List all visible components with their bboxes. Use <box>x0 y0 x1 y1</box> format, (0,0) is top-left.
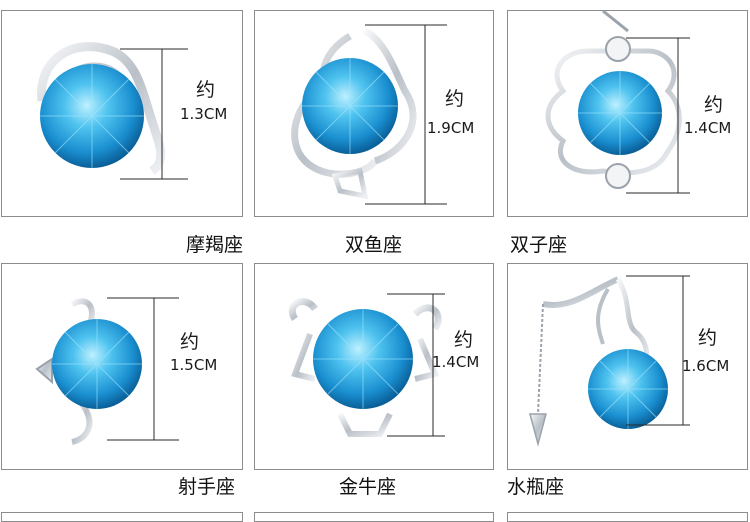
product-panel-next-1 <box>1 512 243 522</box>
pendant-image <box>35 297 179 445</box>
pendant-image <box>291 24 447 205</box>
product-panel-aquarius[interactable]: 约 1.6CM <box>507 263 748 470</box>
approx-label: 约 <box>454 329 474 351</box>
approx-label: 约 <box>704 94 724 116</box>
caption-sagittarius: 射手座 <box>178 476 236 498</box>
approx-label: 约 <box>445 88 465 110</box>
product-panel-pisces[interactable]: 约 1.9CM <box>254 10 494 217</box>
caption-taurus: 金牛座 <box>339 476 397 498</box>
size-label: 1.5CM <box>170 356 218 374</box>
product-panel-next-2 <box>254 512 494 522</box>
caption-capricorn: 摩羯座 <box>186 234 244 256</box>
size-label: 1.4CM <box>432 353 480 371</box>
product-panel-next-3 <box>507 512 748 522</box>
approx-label: 约 <box>698 327 718 349</box>
pendant-image <box>545 11 690 194</box>
size-label: 1.9CM <box>427 119 475 137</box>
caption-aquarius: 水瓶座 <box>507 476 565 498</box>
caption-pisces: 双鱼座 <box>345 234 403 256</box>
size-label: 1.4CM <box>684 119 732 137</box>
pendant-image <box>529 275 690 447</box>
product-panel-sagittarius[interactable]: 约 1.5CM <box>1 263 243 470</box>
product-panel-taurus[interactable]: 约 1.4CM <box>254 263 494 470</box>
product-panel-gemini[interactable]: 约 1.4CM <box>507 10 748 217</box>
size-label: 1.6CM <box>682 357 730 375</box>
approx-label: 约 <box>196 79 216 101</box>
approx-label: 约 <box>180 331 200 353</box>
pendant-image <box>37 42 188 180</box>
size-label: 1.3CM <box>180 105 228 123</box>
caption-gemini: 双子座 <box>510 234 568 256</box>
product-panel-capricorn[interactable]: 约 1.3CM <box>1 10 243 217</box>
pendant-image <box>289 293 445 437</box>
